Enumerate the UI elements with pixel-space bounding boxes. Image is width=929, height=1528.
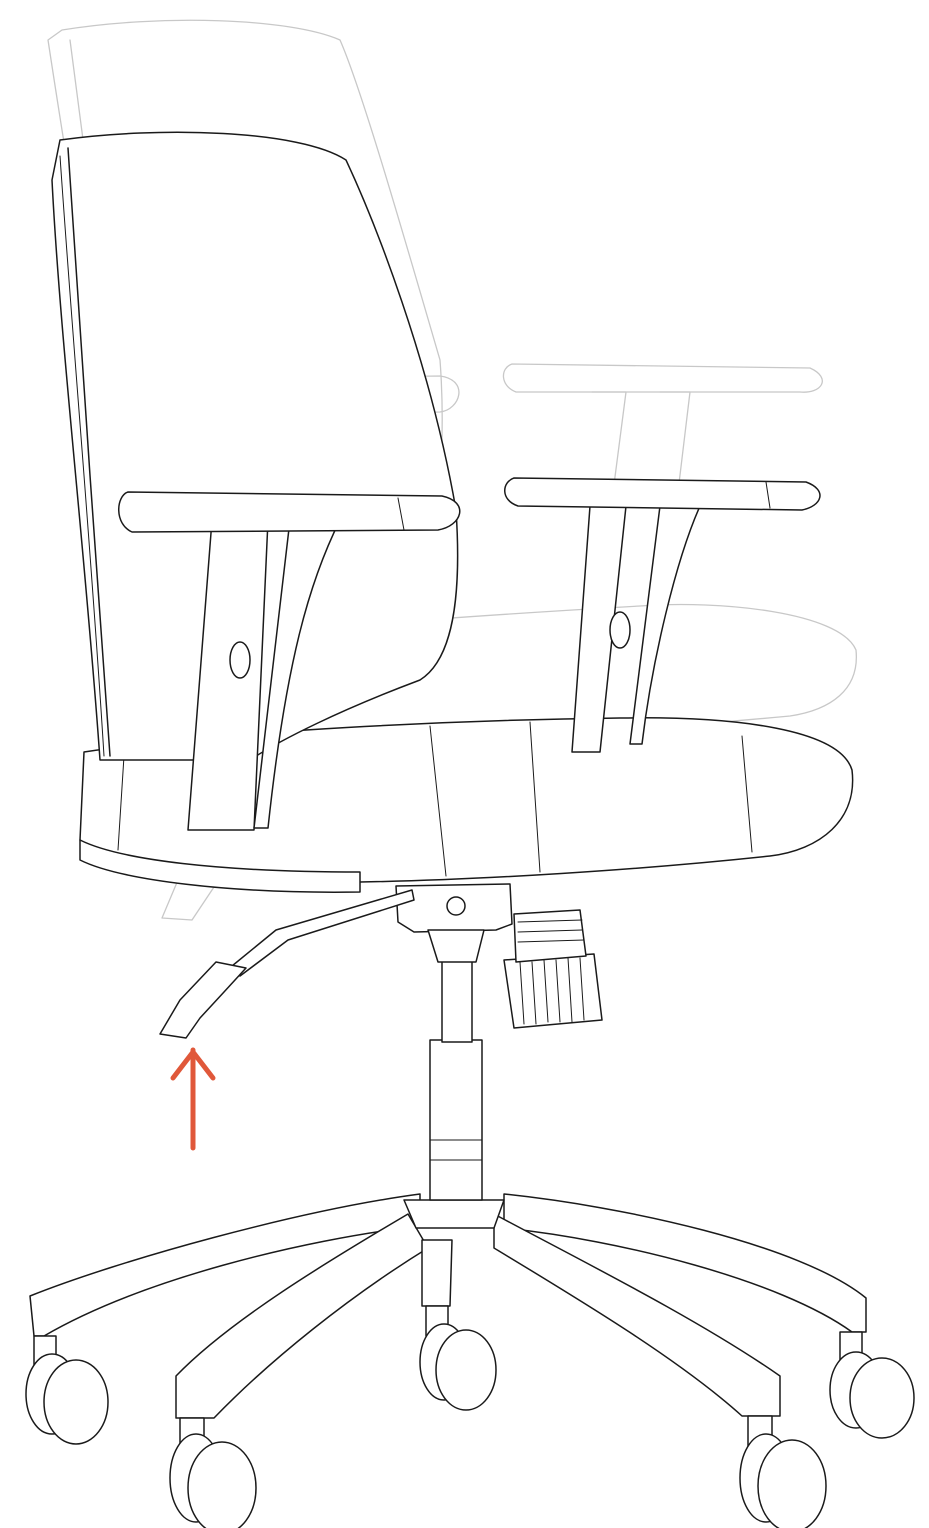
seat-mechanism [159,883,603,1039]
armrest-left-pad-seam [397,497,405,531]
armrest-right-support [629,505,701,745]
armrest-right-pad-seam [765,481,771,509]
height-lever [231,889,415,977]
chair-base [29,1193,867,1419]
base-leg-front-center [421,1239,453,1307]
caster-wheel-front [435,1329,497,1411]
mechanism-cone [427,929,485,963]
armrest-left [118,491,461,831]
ghost-armrest-right [502,363,823,393]
backrest [51,131,459,761]
armrest-right-pad [504,477,821,511]
arrow-up-icon [170,1047,216,1151]
armrest-left-support [253,519,341,829]
chair [25,131,915,1528]
armrest-right [504,477,821,753]
tension-knob-neck [513,909,587,963]
cylinder-bands [429,1139,483,1161]
backrest-edge [67,147,111,757]
gas-cylinder [429,959,483,1201]
armrest-left-pad [118,491,461,533]
backrest-panel [51,131,459,761]
seat-seams [117,721,753,877]
armrest-right-knob[interactable] [609,611,631,649]
caster-far-right [829,1331,915,1439]
caster-center [419,1305,497,1411]
arrow-head [170,1049,216,1081]
armrest-left-knob[interactable] [229,641,251,679]
cylinder-outer [429,1039,483,1201]
caster-wheel-front [187,1441,257,1528]
caster-front-right [739,1415,827,1528]
seat-shell [79,839,361,893]
backrest-inner-edge [59,155,105,757]
tension-knob [503,953,603,1029]
casters [25,1305,915,1528]
caster-front-left [169,1417,257,1528]
caster-wheel-front [43,1359,109,1445]
caster-wheel-front [849,1357,915,1439]
caster-far-left [25,1335,109,1445]
tension-knob-ridges [519,957,585,1025]
caster-wheel-front [757,1439,827,1528]
knob-neck-ridges [517,919,585,943]
height-lever-paddle[interactable] [159,961,247,1039]
mechanism-bolt [446,896,466,916]
base-hub [403,1199,505,1229]
cylinder-piston [441,959,473,1043]
base-leg-front-right [493,1213,781,1417]
